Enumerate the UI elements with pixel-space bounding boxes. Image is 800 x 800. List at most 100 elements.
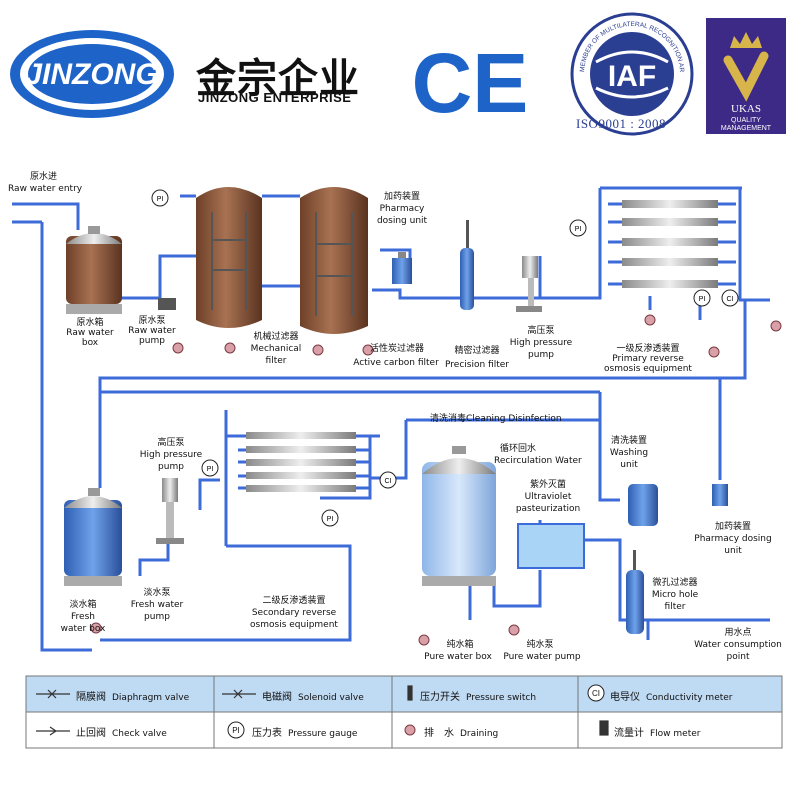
legend-table: PI CI xyxy=(25,675,783,749)
secondary-ro-cn: 二级反渗透装置 xyxy=(262,596,326,606)
pure-water-pump-cn: 纯水泵 xyxy=(526,640,554,650)
micro-filter-cn: 微孔过滤器 xyxy=(652,578,698,588)
ukas-line2: QUALITY xyxy=(731,117,761,124)
cleaning-disinfection-label: 清洗消毒Cleaning Disinfection xyxy=(430,414,562,424)
primary-ro-en2: osmosis equipment xyxy=(604,364,692,374)
company-name-en: JINZONG ENTERPRISE xyxy=(198,90,352,105)
fresh-water-pump-cn: 淡水泵 xyxy=(143,588,171,598)
recirc-water-cn: 循环回水 xyxy=(500,444,537,454)
recirc-water-en: Recirculation Water xyxy=(494,456,582,466)
company-name-cn: 金宗企业 xyxy=(196,56,360,102)
raw-water-pump-en2: pump xyxy=(139,336,165,346)
pharmacy-dosing-en1: Pharmacy xyxy=(379,204,425,214)
raw-water-pump xyxy=(158,298,176,310)
micro-hole-filter xyxy=(626,550,644,634)
ce-text: CE xyxy=(412,36,529,130)
micro-filter-en2: filter xyxy=(664,602,686,612)
raw-water-box-en2: box xyxy=(81,338,99,348)
hp-pump2-en2: pump xyxy=(158,462,184,472)
active-carbon-en: Active carbon filter xyxy=(353,358,439,368)
pharmacy-dosing-unit-2 xyxy=(712,484,728,506)
svg-text:PI: PI xyxy=(699,296,706,303)
svg-text:PI: PI xyxy=(327,516,334,523)
fresh-water-box-cn: 淡水箱 xyxy=(69,600,97,610)
pure-water-pump-en: Pure water pump xyxy=(503,652,581,662)
raw-water-box-en1: Raw water xyxy=(66,328,114,338)
primary-ro-cn: 一级反渗透装置 xyxy=(616,344,680,354)
active-carbon-cn: 活性炭过滤器 xyxy=(369,344,424,354)
pressure-gauge-3: PI xyxy=(693,289,711,307)
svg-text:CI: CI xyxy=(385,478,392,485)
conductivity-meter-2: CI xyxy=(379,471,397,489)
fresh-water-box-en2: water box xyxy=(60,624,106,634)
active-carbon-filter-tank xyxy=(300,187,368,334)
precision-filter xyxy=(460,220,474,310)
raw-water-pump-cn: 原水泵 xyxy=(138,316,166,326)
consumption-point-en2: point xyxy=(726,652,750,662)
fresh-water-box-en1: Fresh xyxy=(71,612,95,622)
raw-water-entry-en: Raw water entry xyxy=(8,184,83,194)
uv-cn: 紫外灭菌 xyxy=(529,480,566,490)
legend-pi-symbol: PI xyxy=(232,726,240,735)
uv-en2: pasteurization xyxy=(515,504,581,514)
svg-text:PI: PI xyxy=(157,196,164,203)
hp-pump2-cn: 高压泵 xyxy=(157,438,185,448)
pressure-gauge-4: PI xyxy=(201,459,219,477)
raw-water-pump-en1: Raw water xyxy=(128,326,176,336)
washing-unit xyxy=(628,484,658,526)
consumption-point-en1: Water consumption xyxy=(694,640,782,650)
ukas-line1: UKAS xyxy=(731,103,761,115)
iaf-text: IAF xyxy=(608,60,656,93)
mechanical-filter-en2: filter xyxy=(265,356,287,366)
high-pressure-pump-1 xyxy=(516,256,542,312)
hp-pump1-cn: 高压泵 xyxy=(527,326,555,336)
jinzong-logo: JINZONG xyxy=(10,30,174,118)
fresh-water-pump-en2: pump xyxy=(144,612,170,622)
secondary-ro-en2: osmosis equipment xyxy=(250,620,338,630)
washing-unit-en1: Washing xyxy=(609,448,649,458)
pure-water-box-en: Pure water box xyxy=(424,652,492,662)
secondary-ro-en1: Secondary reverse xyxy=(251,608,337,618)
hp-pump1-en1: High pressure xyxy=(509,338,573,348)
ce-mark: CE xyxy=(412,36,529,130)
raw-water-entry-cn: 原水进 xyxy=(30,172,58,182)
pharmacy-dosing-cn: 加药装置 xyxy=(383,192,420,202)
washing-unit-cn: 清洗装置 xyxy=(610,436,647,446)
fresh-water-pump-en1: Fresh water xyxy=(130,600,184,610)
pressure-gauge-2: PI xyxy=(569,219,587,237)
high-pressure-pump-2 xyxy=(156,478,184,544)
pure-water-box-cn: 纯水箱 xyxy=(446,640,474,650)
svg-text:CI: CI xyxy=(727,296,734,303)
pressure-gauge-5: PI xyxy=(321,509,339,527)
svg-text:PI: PI xyxy=(207,466,214,473)
primary-ro-membranes xyxy=(622,200,718,288)
logo-wordmark: JINZONG xyxy=(25,58,158,91)
conductivity-meter-1: CI xyxy=(721,289,739,307)
pharmacy-dosing2-cn: 加药装置 xyxy=(714,522,751,532)
precision-filter-cn: 精密过滤器 xyxy=(454,346,500,356)
drain-points xyxy=(90,314,782,646)
ukas-line3: MANAGEMENT xyxy=(721,125,772,132)
ukas-logo: UKAS QUALITY MANAGEMENT xyxy=(706,18,786,134)
primary-ro-en1: Primary reverse xyxy=(612,354,684,364)
iso-certification: ISO9001 : 2008 xyxy=(576,116,667,131)
washing-unit-en2: unit xyxy=(620,460,638,470)
pharmacy-dosing-en2: dosing unit xyxy=(376,216,428,226)
mechanical-filter-tank xyxy=(196,187,262,328)
mechanical-filter-en1: Mechanical xyxy=(250,344,302,354)
pharmacy-dosing-unit-1 xyxy=(392,252,412,284)
precision-filter-en: Precision filter xyxy=(445,360,509,370)
consumption-point-cn: 用水点 xyxy=(724,628,752,638)
pure-water-tank xyxy=(422,446,496,586)
pressure-gauge-1: PI xyxy=(151,189,169,207)
raw-water-tank xyxy=(66,226,122,314)
raw-water-box-cn: 原水箱 xyxy=(76,318,104,328)
uv-en1: Ultraviolet xyxy=(524,492,572,502)
